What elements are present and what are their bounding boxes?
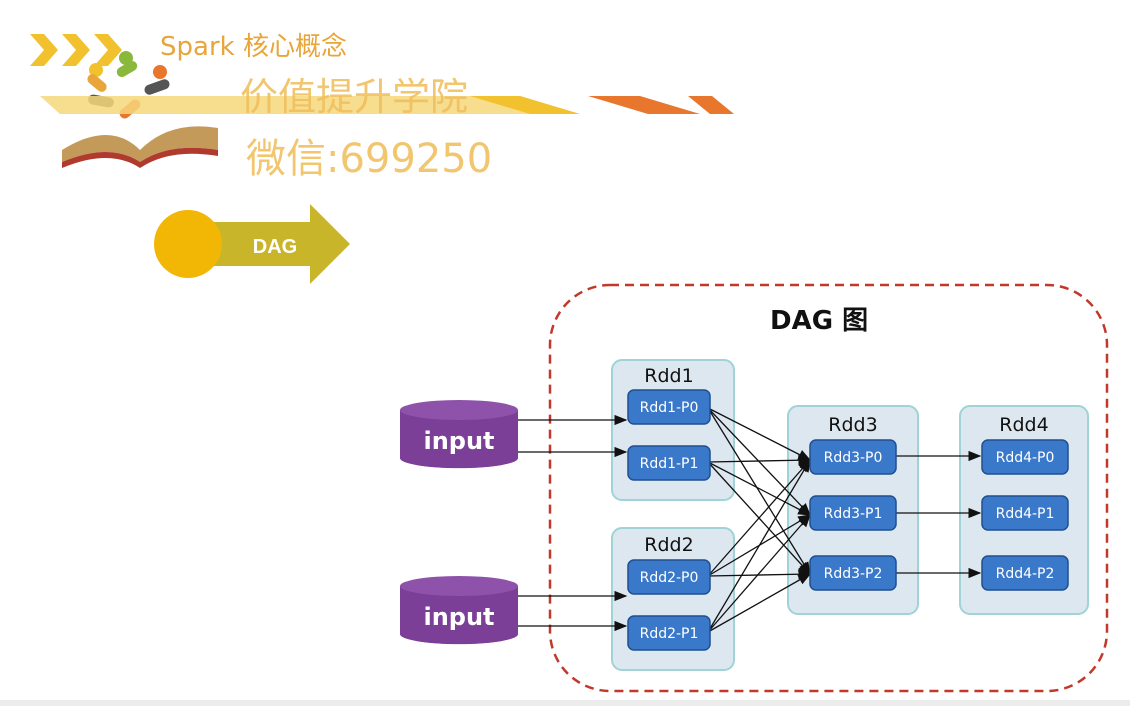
rdd1-title: Rdd1 — [644, 365, 693, 387]
label-rdd4-p2: Rdd4-P2 — [996, 566, 1055, 582]
bottom-divider — [0, 700, 1130, 706]
partition-rdd4-p0 — [981, 439, 1069, 475]
rdd2-title: Rdd2 — [644, 534, 693, 556]
partition-rdd4-p2 — [981, 555, 1069, 591]
rdd4-title: Rdd4 — [999, 414, 1048, 436]
partition-rdd2-p0 — [627, 559, 711, 595]
label-rdd1-p0: Rdd1-P0 — [640, 400, 699, 416]
partition-rdd3-p0 — [809, 439, 897, 475]
dag-arrow-label: DAG — [253, 236, 297, 258]
label-rdd2-p0: Rdd2-P0 — [640, 570, 699, 586]
input-label-1: input — [423, 427, 494, 455]
label-rdd2-p1: Rdd2-P1 — [640, 626, 699, 642]
partition-rdd3-p1 — [809, 495, 897, 531]
header-stripe-orange-small — [688, 96, 734, 114]
dag-section-arrow — [154, 204, 350, 284]
edges — [518, 407, 982, 633]
header-stripe-orange — [588, 96, 700, 114]
dag-container — [548, 283, 1109, 693]
input-label-2: input — [423, 603, 494, 631]
label-rdd3-p1: Rdd3-P1 — [824, 506, 883, 522]
watermark-line-2: 微信:699250 — [246, 136, 493, 182]
label-rdd4-p0: Rdd4-P0 — [996, 450, 1055, 466]
rdd3-title: Rdd3 — [828, 414, 877, 436]
partition-rdd3-p2 — [809, 555, 897, 591]
partition-rdd1-p0 — [627, 389, 711, 425]
input-cylinder-2 — [400, 576, 518, 645]
slide-title: Spark 核心概念 — [160, 32, 347, 62]
book-icon — [62, 126, 218, 168]
header-stripe — [40, 96, 580, 114]
label-rdd1-p1: Rdd1-P1 — [640, 456, 699, 472]
chevron-icon — [30, 34, 122, 66]
watermark-line-1: 价值提升学院 — [240, 75, 469, 119]
partition-rdd4-p1 — [981, 495, 1069, 531]
diagram-title: DAG 图 — [770, 306, 869, 336]
label-rdd3-p0: Rdd3-P0 — [824, 450, 883, 466]
input-cylinder-1 — [400, 400, 518, 469]
partition-rdd1-p1 — [627, 445, 711, 481]
label-rdd3-p2: Rdd3-P2 — [824, 566, 883, 582]
label-rdd4-p1: Rdd4-P1 — [996, 506, 1055, 522]
partitions — [627, 389, 1069, 651]
header-stripe-accent — [470, 96, 580, 114]
partition-rdd2-p1 — [627, 615, 711, 651]
